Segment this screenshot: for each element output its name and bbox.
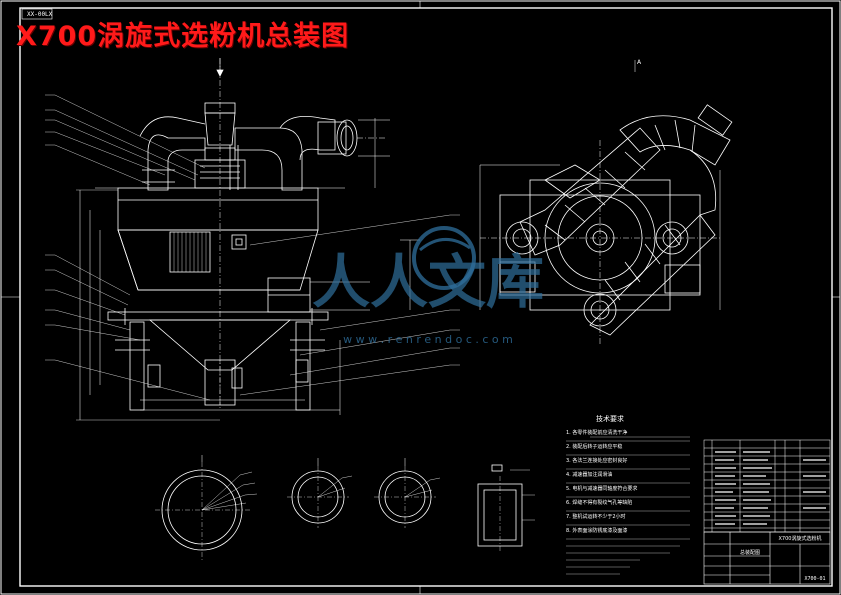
tech-notes-block: 技术要求 1. 各零件装配前应清洗干净 2. 装配后转子运转应平稳 3. 各法兰… xyxy=(566,414,637,534)
section-view-3 xyxy=(374,458,441,528)
tech-note-4: 4. 减速器加注润滑油 xyxy=(566,471,612,478)
section-view-1 xyxy=(155,455,258,560)
tech-notes-lines xyxy=(566,436,690,575)
parts-list-table xyxy=(703,439,831,533)
drawing-number: XX-00LX xyxy=(27,11,53,18)
top-view xyxy=(479,60,733,345)
tech-note-2: 2. 装配后转子运转应平稳 xyxy=(566,443,622,450)
title-block-machine: X700涡旋式选粉机 xyxy=(779,535,822,542)
section-view-2 xyxy=(287,458,353,528)
watermark-text: 人人文库 xyxy=(312,248,544,316)
title-block xyxy=(703,531,831,585)
tech-note-7: 7. 整机试运转不少于2小时 xyxy=(566,513,626,520)
section-view-4 xyxy=(477,464,535,552)
parts-list-fill xyxy=(715,451,826,525)
title-block-code: X700-01 xyxy=(804,576,825,582)
tech-notes-heading: 技术要求 xyxy=(596,414,624,423)
tech-note-3: 3. 各法兰连接处应密封良好 xyxy=(566,457,627,464)
drawing-title: X700涡旋式选粉机总装图 xyxy=(16,21,350,52)
tech-note-1: 1. 各零件装配前应清洗干净 xyxy=(566,429,627,436)
watermark-url: w w w . r e n r e n d o c . c o m xyxy=(343,333,513,346)
front-view xyxy=(45,58,460,421)
tech-note-8: 8. 外表面涂防锈底漆及面漆 xyxy=(566,527,627,534)
title-block-name: 总装配图 xyxy=(740,549,760,556)
section-label: A xyxy=(637,59,642,66)
drawing-number-box xyxy=(21,8,53,20)
tech-note-6: 6. 焊缝不得有裂纹气孔等缺陷 xyxy=(566,499,632,506)
watermark-logo xyxy=(412,226,476,290)
tech-note-5: 5. 电机与减速器同轴度符合要求 xyxy=(566,485,637,492)
